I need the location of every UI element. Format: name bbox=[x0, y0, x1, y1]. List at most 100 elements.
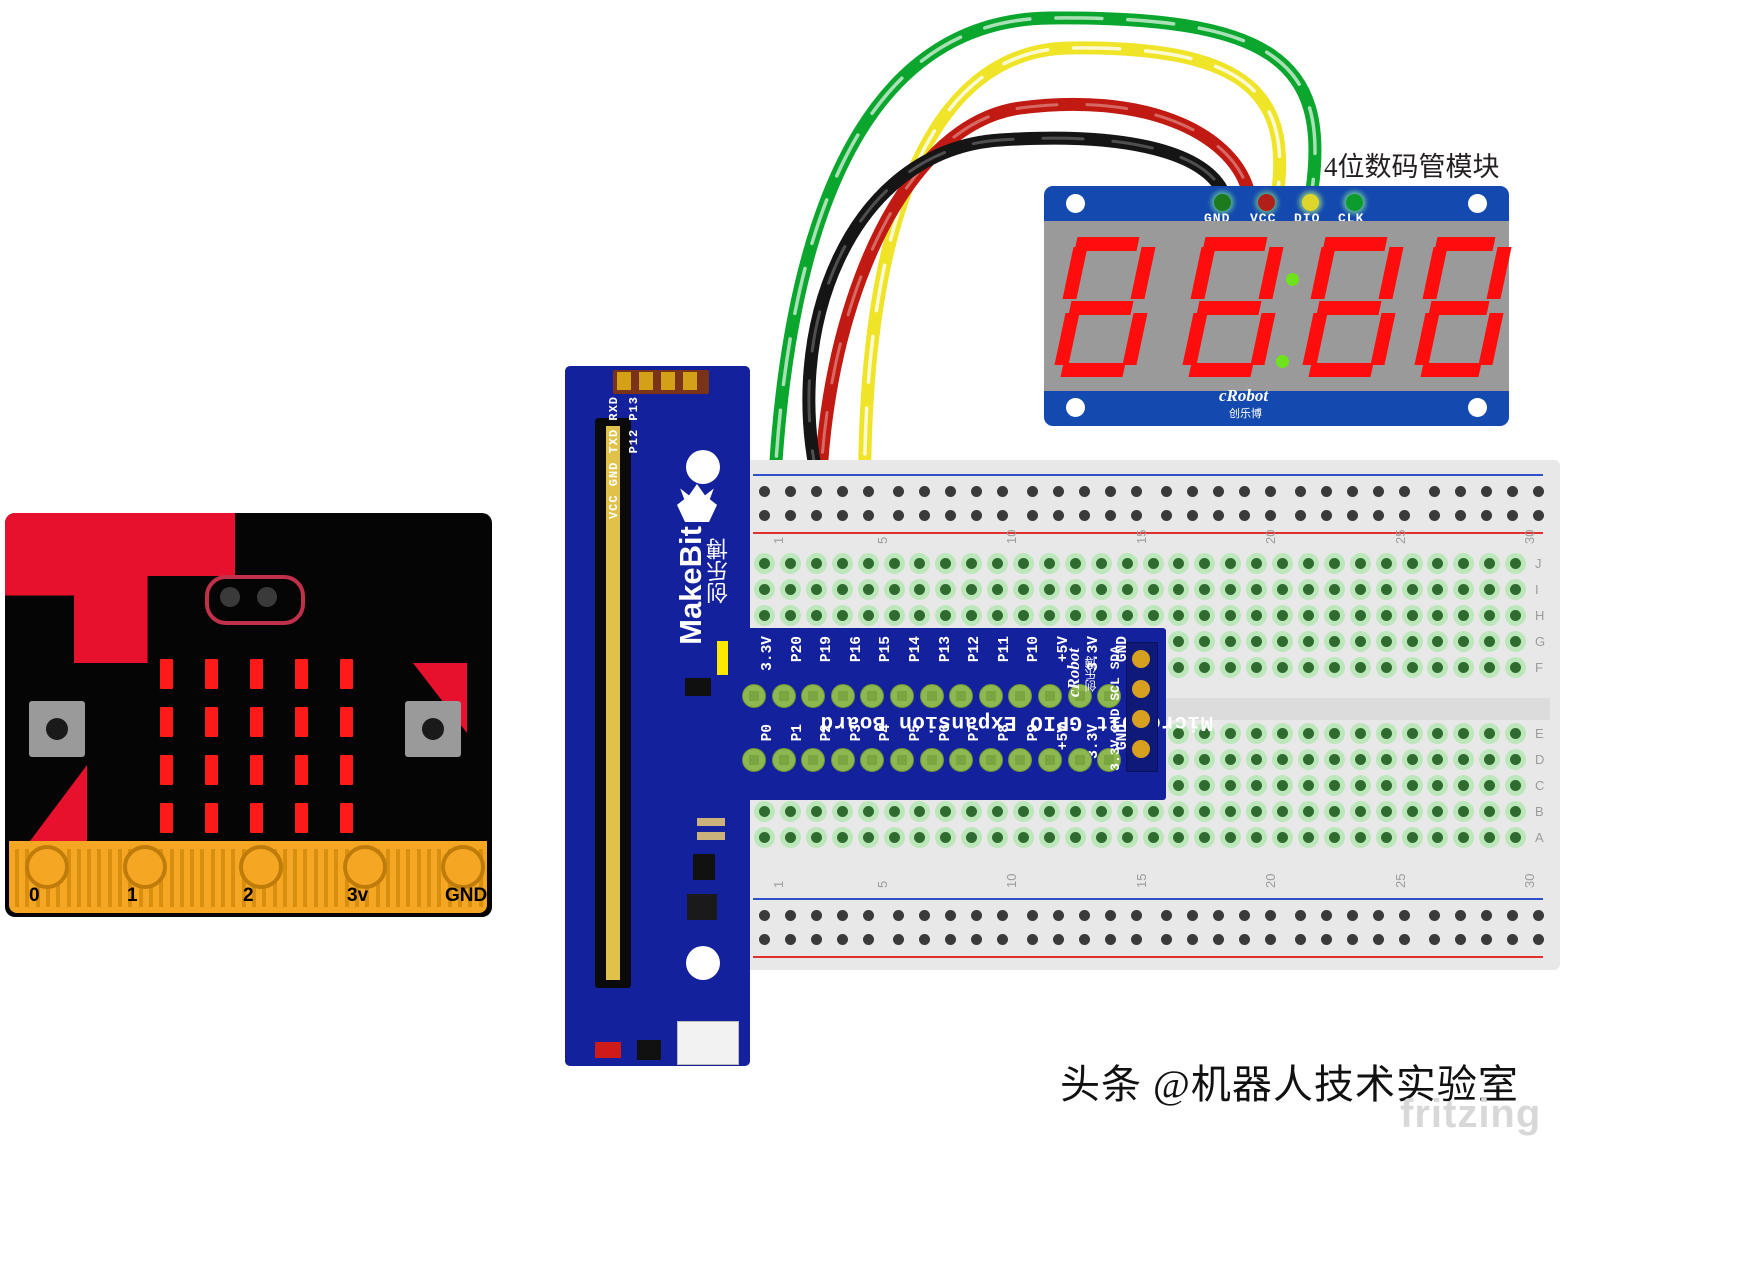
breadboard-hole[interactable] bbox=[1264, 910, 1276, 921]
breadboard-hole[interactable] bbox=[1199, 806, 1211, 817]
breadboard-hole[interactable] bbox=[1454, 910, 1466, 921]
breadboard-hole[interactable] bbox=[1147, 584, 1159, 595]
breadboard-hole[interactable] bbox=[1302, 636, 1314, 647]
breadboard-hole[interactable] bbox=[836, 806, 848, 817]
breadboard-hole[interactable] bbox=[759, 832, 770, 843]
breadboard-hole[interactable] bbox=[970, 910, 982, 921]
breadboard-hole[interactable] bbox=[836, 558, 848, 569]
breadboard-hole[interactable] bbox=[1510, 558, 1522, 569]
breadboard-hole[interactable] bbox=[1173, 558, 1185, 569]
breadboard-hole[interactable] bbox=[1277, 584, 1288, 595]
breadboard-hole[interactable] bbox=[1225, 754, 1237, 765]
pin-header-lower-+5v[interactable] bbox=[1038, 748, 1062, 772]
breadboard-hole[interactable] bbox=[1043, 584, 1055, 595]
pin-header-lower-p5[interactable] bbox=[890, 748, 914, 772]
breadboard-hole[interactable] bbox=[1532, 934, 1544, 945]
breadboard-hole[interactable] bbox=[1238, 510, 1250, 521]
breadboard-hole[interactable] bbox=[1484, 806, 1496, 817]
breadboard-hole[interactable] bbox=[1199, 610, 1211, 621]
breadboard-hole[interactable] bbox=[1238, 486, 1250, 497]
breadboard-hole[interactable] bbox=[1186, 510, 1198, 521]
breadboard-hole[interactable] bbox=[940, 610, 952, 621]
breadboard-hole[interactable] bbox=[1069, 806, 1081, 817]
breadboard-hole[interactable] bbox=[1095, 610, 1107, 621]
breadboard-hole[interactable] bbox=[966, 558, 978, 569]
breadboard-hole[interactable] bbox=[784, 510, 796, 521]
breadboard-hole[interactable] bbox=[1328, 806, 1340, 817]
breadboard-hole[interactable] bbox=[1484, 832, 1496, 843]
breadboard-hole[interactable] bbox=[1328, 662, 1340, 673]
breadboard-hole[interactable] bbox=[996, 934, 1008, 945]
breadboard-hole[interactable] bbox=[1104, 486, 1116, 497]
breadboard-hole[interactable] bbox=[1432, 610, 1444, 621]
breadboard-hole[interactable] bbox=[1354, 636, 1366, 647]
breadboard-hole[interactable] bbox=[970, 486, 982, 497]
breadboard-hole[interactable] bbox=[1346, 910, 1358, 921]
breadboard-hole[interactable] bbox=[1510, 728, 1522, 739]
breadboard-hole[interactable] bbox=[1346, 510, 1358, 521]
breadboard-hole[interactable] bbox=[1052, 934, 1064, 945]
breadboard-hole[interactable] bbox=[940, 558, 952, 569]
breadboard-hole[interactable] bbox=[1484, 728, 1496, 739]
breadboard-hole[interactable] bbox=[784, 934, 796, 945]
breadboard-hole[interactable] bbox=[918, 510, 930, 521]
breadboard-hole[interactable] bbox=[1328, 780, 1340, 791]
breadboard-hole[interactable] bbox=[1078, 910, 1090, 921]
breadboard-hole[interactable] bbox=[914, 584, 926, 595]
breadboard-hole[interactable] bbox=[1380, 610, 1392, 621]
breadboard-hole[interactable] bbox=[1095, 832, 1107, 843]
pin-header-3-3v[interactable] bbox=[1067, 684, 1092, 708]
pin-header-p16[interactable] bbox=[830, 684, 855, 708]
breadboard-hole[interactable] bbox=[1480, 934, 1492, 945]
breadboard-hole[interactable] bbox=[1328, 636, 1340, 647]
breadboard-hole[interactable] bbox=[1225, 584, 1237, 595]
breadboard-hole[interactable] bbox=[1320, 510, 1332, 521]
breadboard-hole[interactable] bbox=[1510, 754, 1522, 765]
breadboard-hole[interactable] bbox=[810, 558, 822, 569]
breadboard-hole[interactable] bbox=[836, 832, 848, 843]
breadboard-hole[interactable] bbox=[1251, 780, 1263, 791]
breadboard-hole[interactable] bbox=[966, 806, 978, 817]
breadboard-hole[interactable] bbox=[1251, 806, 1263, 817]
breadboard-hole[interactable] bbox=[1043, 610, 1055, 621]
breadboard-hole[interactable] bbox=[1078, 934, 1090, 945]
breadboard-hole[interactable] bbox=[1295, 934, 1306, 945]
breadboard-hole[interactable] bbox=[759, 610, 770, 621]
breadboard-hole[interactable] bbox=[1429, 910, 1440, 921]
display-pin-vcc[interactable] bbox=[1258, 194, 1275, 211]
breadboard-hole[interactable] bbox=[1130, 910, 1142, 921]
breadboard-hole[interactable] bbox=[992, 584, 1004, 595]
breadboard-hole[interactable] bbox=[940, 806, 952, 817]
breadboard-hole[interactable] bbox=[836, 910, 848, 921]
breadboard-hole[interactable] bbox=[888, 610, 900, 621]
pin-header-p13[interactable] bbox=[919, 684, 944, 708]
breadboard-hole[interactable] bbox=[1328, 728, 1340, 739]
breadboard-hole[interactable] bbox=[944, 934, 956, 945]
display-module[interactable]: GND VCC DIO CLK bbox=[1044, 186, 1512, 426]
breadboard-hole[interactable] bbox=[1506, 510, 1518, 521]
breadboard-hole[interactable] bbox=[1380, 636, 1392, 647]
breadboard-hole[interactable] bbox=[1346, 934, 1358, 945]
breadboard-hole[interactable] bbox=[1251, 662, 1263, 673]
breadboard-hole[interactable] bbox=[1130, 934, 1142, 945]
breadboard-hole[interactable] bbox=[1251, 584, 1263, 595]
breadboard-hole[interactable] bbox=[862, 832, 874, 843]
breadboard-hole[interactable] bbox=[1302, 558, 1314, 569]
breadboard-hole[interactable] bbox=[1018, 806, 1029, 817]
breadboard-hole[interactable] bbox=[918, 910, 930, 921]
breadboard-hole[interactable] bbox=[1458, 584, 1470, 595]
breadboard-hole[interactable] bbox=[1372, 510, 1384, 521]
breadboard-hole[interactable] bbox=[1506, 934, 1518, 945]
breadboard-hole[interactable] bbox=[784, 806, 796, 817]
breadboard-hole[interactable] bbox=[1199, 584, 1211, 595]
breadboard-hole[interactable] bbox=[862, 510, 874, 521]
pin-header-p11[interactable] bbox=[978, 684, 1003, 708]
breadboard-hole[interactable] bbox=[1406, 832, 1418, 843]
breadboard-hole[interactable] bbox=[1018, 558, 1029, 569]
breadboard-hole[interactable] bbox=[1295, 486, 1306, 497]
pin-header-p12[interactable] bbox=[949, 684, 974, 708]
breadboard-hole[interactable] bbox=[759, 558, 770, 569]
breadboard-hole[interactable] bbox=[1277, 662, 1288, 673]
breadboard-hole[interactable] bbox=[1328, 558, 1340, 569]
breadboard-hole[interactable] bbox=[759, 910, 770, 921]
